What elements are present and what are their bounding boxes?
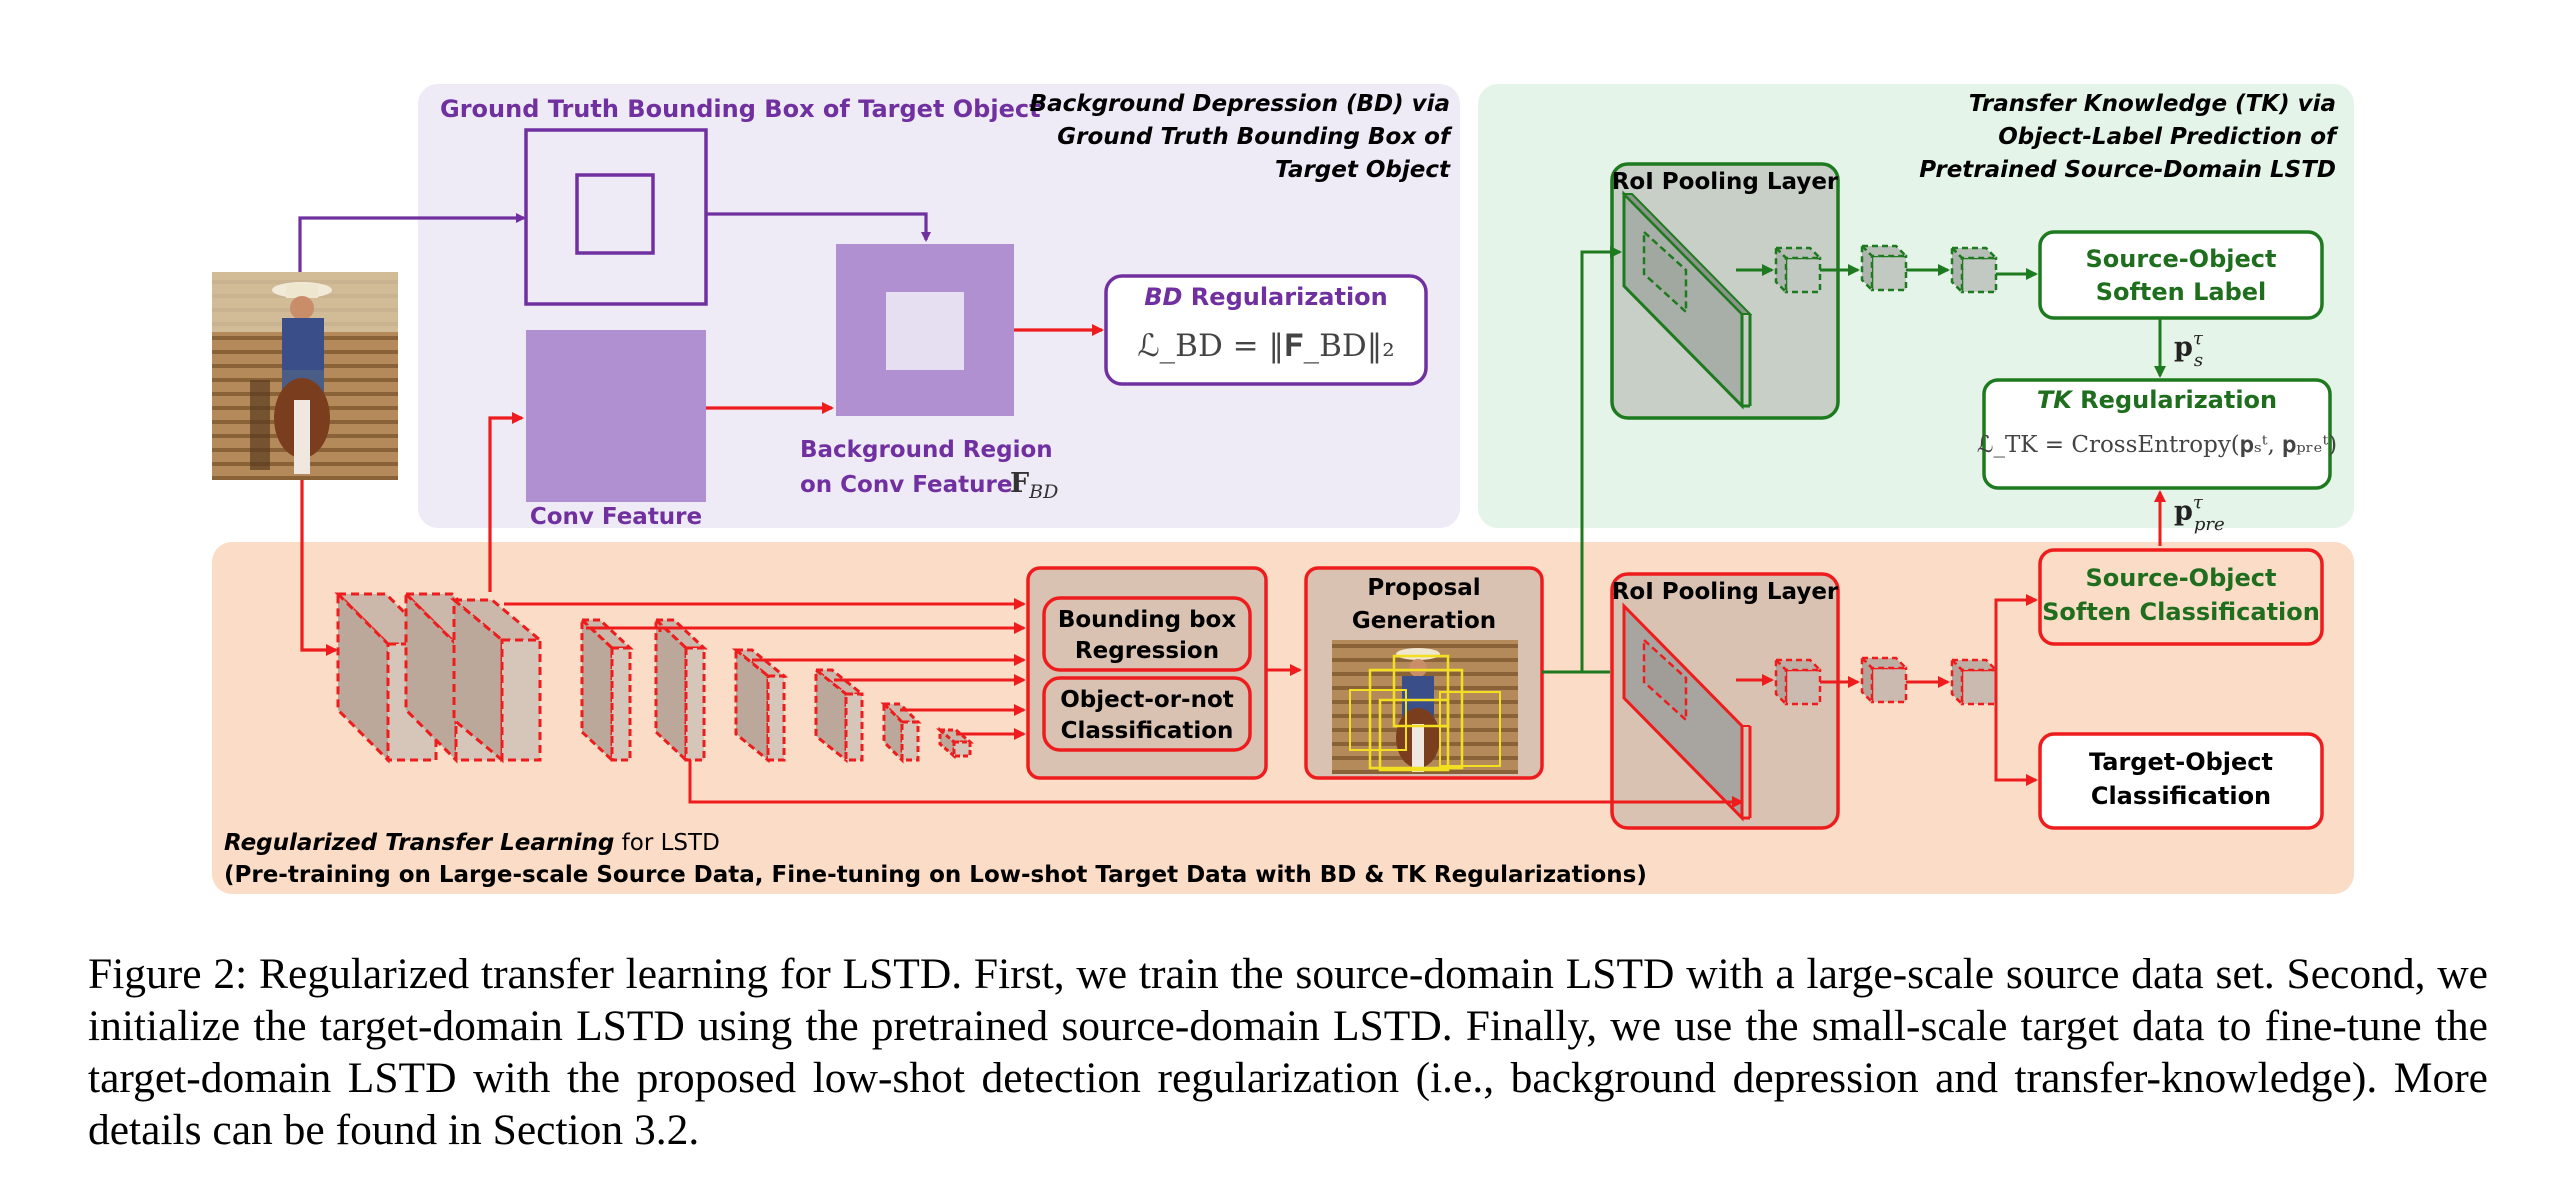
object-or-not-box <box>1042 676 1252 752</box>
rtl-footer-line2: (Pre-training on Large-scale Source Data… <box>224 862 1647 888</box>
tk-regularization-formula: ℒ_TK = CrossEntropy(𝐩ₛᵗ, 𝐩ₚᵣₑᵗ) <box>1977 432 2337 458</box>
lstd-architecture-diagram: Ground Truth Bounding Box of Target Obje… <box>212 84 2354 894</box>
rtl-fc-cube-3 <box>1948 656 2000 708</box>
proposal-to-tk-roi-arrow <box>1580 246 1622 672</box>
bbox-regression-box <box>1042 596 1252 672</box>
backbone-conv-block-8 <box>880 700 922 764</box>
target-object-classification-box <box>2038 732 2324 830</box>
conv-feature-block <box>526 330 706 502</box>
proposal-image <box>1332 640 1518 774</box>
object-or-not-line2: Classification <box>1061 718 1234 744</box>
bbox-regression-line2: Regression <box>1075 638 1219 664</box>
tk-regularization-title: TK Regularization <box>2037 386 2277 414</box>
bbox-regression-line1: Bounding box <box>1058 607 1237 633</box>
bd-regularization-formula: ℒ_BD = ‖𝐅_BD‖₂ <box>1137 328 1394 364</box>
tk-fc-cube-3 <box>1948 244 2000 296</box>
backbone-conv-block-7 <box>811 666 867 764</box>
conv-feature-label: Conv Feature <box>530 504 702 530</box>
source-soften-cls-line2: Soften Classification <box>2042 598 2320 626</box>
gt-to-bg-arrow <box>706 212 931 242</box>
tk-fc-cube-1 <box>1772 244 1824 296</box>
rtl-roi-label: RoI Pooling Layer <box>1612 579 1839 605</box>
tk-regularization-box <box>1982 378 2332 490</box>
backbone-conv-block-9 <box>935 726 975 760</box>
tk-roi-label: RoI Pooling Layer <box>1612 169 1839 195</box>
proposal-generation-line2: Generation <box>1352 608 1496 634</box>
tk-panel-title-line2: Object-Label Prediction of <box>1998 124 2339 150</box>
rtl-fc-cube-1 <box>1772 656 1824 708</box>
skip-to-roi-arrow <box>688 760 1744 808</box>
background-region-hole <box>886 292 964 370</box>
source-soften-label-box <box>2038 230 2324 320</box>
backbone-conv-block-5 <box>652 616 708 764</box>
bd-regularization-title: BD Regularization <box>1144 283 1388 311</box>
source-soften-label-line1: Source-Object <box>2086 245 2277 273</box>
bd-panel-title: Background Depression (BD) via <box>1030 91 1450 117</box>
source-soften-classification-box <box>2038 548 2324 646</box>
rtl-roi-region <box>1642 637 1688 723</box>
tk-fc-cube-2 <box>1858 242 1910 294</box>
bd-panel-title-line3: Target Object <box>1275 157 1451 183</box>
backbone-conv-block-6 <box>731 646 789 764</box>
input-image <box>212 272 398 480</box>
bd-regularization-box <box>1104 274 1428 386</box>
rtl-branch-down <box>1994 684 2038 786</box>
backbone-conv-block-3 <box>449 596 545 764</box>
figure-caption: Figure 2: Regularized transfer learning … <box>88 950 2488 1154</box>
source-soften-cls-line1: Source-Object <box>2086 564 2277 592</box>
source-soften-label-line2: Soften Label <box>2096 278 2267 306</box>
bd-panel-title-line2: Ground Truth Bounding Box of <box>1057 124 1453 150</box>
image-to-backbone-arrow <box>300 480 338 656</box>
proposal-generation-line1: Proposal <box>1367 575 1480 601</box>
bg-region-label-line2: on Conv Feature <box>800 472 1012 498</box>
tk-panel-title: Transfer Knowledge (TK) via <box>1969 91 2336 117</box>
rtl-branch-up <box>1994 594 2038 684</box>
gt-box-label: Ground Truth Bounding Box of Target Obje… <box>440 95 1041 123</box>
gt-box-inner <box>575 173 655 255</box>
rtl-footer-line1: Regularized Transfer Learning for LSTD <box>224 830 720 856</box>
target-cls-line2: Classification <box>2091 782 2271 810</box>
object-or-not-line1: Object-or-not <box>1060 687 1234 713</box>
image-to-gt-arrow <box>298 213 526 272</box>
bg-region-label-line1: Background Region <box>800 437 1053 463</box>
rtl-fc-cube-2 <box>1858 654 1910 706</box>
target-cls-line1: Target-Object <box>2089 748 2273 776</box>
tk-panel-title-line3: Pretrained Source-Domain LSTD <box>1919 157 2336 183</box>
tk-roi-region <box>1642 229 1688 315</box>
rtl-roi-pooling-box <box>1610 572 1840 830</box>
bg-region-math: 𝐅BD <box>1010 468 1058 503</box>
gt-box-outer <box>524 128 708 306</box>
backbone-to-conv-arrow <box>488 412 524 592</box>
